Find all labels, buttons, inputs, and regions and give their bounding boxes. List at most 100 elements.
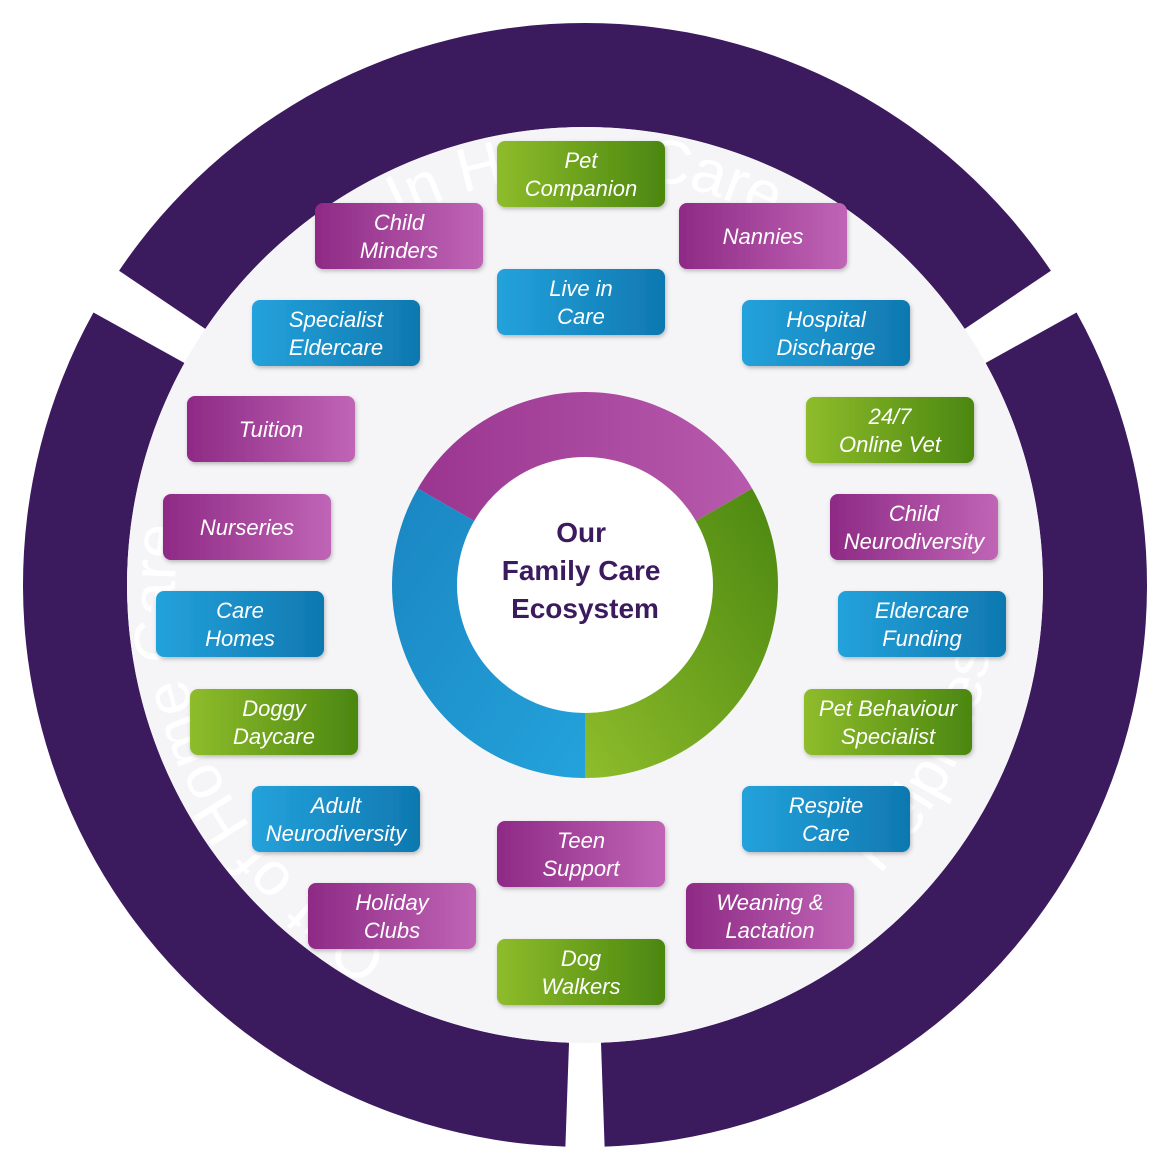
respite-care-label-line: Respite xyxy=(789,793,864,818)
child-minders-label-line: Minders xyxy=(360,238,438,263)
nannies-label-line: Nannies xyxy=(723,224,804,249)
dog-walkers-box-background xyxy=(497,939,665,1005)
holiday-clubs-label-line: Holiday xyxy=(355,890,430,915)
specialist-eldercare-label-line: Eldercare xyxy=(289,335,383,360)
eldercare-funding-box-background xyxy=(838,591,1006,657)
care-homes-label-line: Care xyxy=(216,598,264,623)
hospital-discharge-box-background xyxy=(742,300,910,366)
tuition-label-line: Tuition xyxy=(239,417,303,442)
doggy-daycare-label-line: Doggy xyxy=(242,696,308,721)
center-title-line-3: Ecosystem xyxy=(511,593,659,624)
child-neurodiversity-box-background xyxy=(830,494,998,560)
live-in-care-box: Live in Care xyxy=(497,269,665,335)
child-minders-box-background xyxy=(315,203,483,269)
hospital-discharge-label-line: Hospital xyxy=(786,307,867,332)
online-vet-box-background xyxy=(806,397,974,463)
holiday-clubs-box-background xyxy=(308,883,476,949)
nurseries-box-background xyxy=(163,494,331,560)
holiday-clubs-label-line: Clubs xyxy=(364,918,420,943)
center-circle xyxy=(457,457,713,713)
doggy-daycare-box-background xyxy=(190,689,358,755)
weaning-lactation-label-line: Weaning & xyxy=(716,890,823,915)
pet-behaviour-specialist-box-background xyxy=(804,689,972,755)
online-vet-label-line: 24/7 xyxy=(868,404,913,429)
nurseries-label-line: Nurseries xyxy=(200,515,294,540)
teen-support-label-line: Teen xyxy=(557,828,605,853)
pet-companion-box-background xyxy=(497,141,665,207)
specialist-eldercare-label-line: Specialist xyxy=(289,307,384,332)
center-title-line-1: Our xyxy=(556,517,606,548)
adult-neurodiversity-label-line: Adult xyxy=(309,793,362,818)
pet-companion-label-line: Companion xyxy=(525,176,638,201)
teen-support-label-line: Support xyxy=(542,856,620,881)
care-homes-label-line: Homes xyxy=(205,626,275,651)
weaning-lactation-box-background xyxy=(686,883,854,949)
helplines-segment xyxy=(600,312,1147,1147)
respite-care-box-background xyxy=(742,786,910,852)
dog-walkers-label-line: Dog xyxy=(561,946,602,971)
nurseries-box: Nurseries xyxy=(163,494,331,560)
nurseries-label: Nurseries xyxy=(200,515,294,540)
nannies-box: Nannies xyxy=(679,203,847,269)
live-in-care-label: Live in Care xyxy=(549,276,613,329)
nannies-label: Nannies xyxy=(723,224,804,249)
adult-neurodiversity-label-line: Neurodiversity xyxy=(266,821,409,846)
online-vet-label-line: Online Vet xyxy=(839,432,942,457)
hospital-discharge-label-line: Discharge xyxy=(776,335,875,360)
tuition-label: Tuition xyxy=(239,417,303,442)
dog-walkers-label-line: Walkers xyxy=(541,974,620,999)
tuition-box: Tuition xyxy=(187,396,355,462)
doggy-daycare-label-line: Daycare xyxy=(233,724,315,749)
live-in-care-label-line: Live in xyxy=(549,276,613,301)
weaning-lactation-box: Weaning & Lactation xyxy=(686,883,854,949)
weaning-lactation-label: Weaning & Lactation xyxy=(716,890,823,943)
adult-neurodiversity-box-background xyxy=(252,786,420,852)
respite-care-label-line: Care xyxy=(802,821,850,846)
child-neurodiversity-label-line: Child xyxy=(889,501,940,526)
live-in-care-box-background xyxy=(497,269,665,335)
out-of-home-care-segment xyxy=(22,312,570,1147)
center-title: Our Family Care Ecosystem xyxy=(502,517,669,624)
pet-behaviour-specialist-label-line: Specialist xyxy=(841,724,936,749)
eldercare-segment xyxy=(392,488,585,778)
care-homes-box-background xyxy=(156,591,324,657)
specialist-eldercare-box-background xyxy=(252,300,420,366)
petcare-segment xyxy=(585,488,778,778)
outer-ring xyxy=(22,23,1147,1147)
live-in-care-label-line: Care xyxy=(557,304,605,329)
child-minders-label-line: Child xyxy=(374,210,425,235)
eldercare-funding-label-line: Eldercare xyxy=(875,598,969,623)
weaning-lactation-label-line: Lactation xyxy=(725,918,814,943)
child-neurodiversity-label-line: Neurodiversity xyxy=(844,529,987,554)
